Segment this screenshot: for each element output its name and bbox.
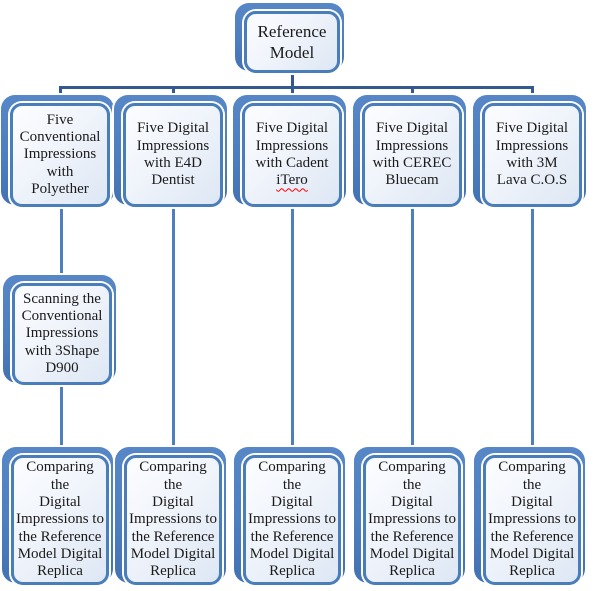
node-label: Five Conventional Impressions with Polye…: [19, 111, 101, 198]
node-col4-bottom-comparing: Comparing the Digital Impressions to the…: [354, 447, 465, 585]
node-label: Scanning the Conventional Impressions wi…: [21, 290, 103, 377]
spellcheck-underlined-word: iTero: [276, 172, 308, 189]
node-label: Comparing the Digital Impressions to the…: [248, 459, 336, 580]
node-label: Reference Model: [257, 21, 327, 62]
connector-col3-branch: [291, 206, 294, 457]
node-reference-model: Reference Model: [235, 3, 344, 73]
node-front: Scanning the Conventional Impressions wi…: [12, 283, 112, 385]
node-label: Comparing the Digital Impressions to the…: [368, 459, 456, 580]
node-front: Reference Model: [244, 11, 340, 73]
node-label: Five Digital Impressions with CEREC Blue…: [372, 120, 452, 189]
connector-col4-branch: [411, 206, 414, 457]
node-label: Five Digital Impressions with 3M Lava C.…: [495, 120, 569, 189]
node-label: Comparing the Digital Impressions to the…: [129, 459, 217, 580]
node-col2-bottom-comparing: Comparing the Digital Impressions to the…: [115, 447, 226, 585]
node-col1-top-polyether: Five Conventional Impressions with Polye…: [1, 95, 114, 207]
connector-col1-lower: [60, 384, 63, 457]
node-front: Five Digital Impressions with 3M Lava C.…: [482, 103, 582, 207]
node-label: Comparing the Digital Impressions to the…: [16, 459, 104, 580]
node-col5-bottom-comparing: Comparing the Digital Impressions to the…: [474, 447, 585, 585]
node-col2-top-e4d: Five Digital Impressions with E4D Dentis…: [114, 95, 227, 207]
node-front: Comparing the Digital Impressions to the…: [243, 455, 341, 585]
node-front: Five Digital Impressions with E4D Dentis…: [123, 103, 223, 207]
node-front: Comparing the Digital Impressions to the…: [483, 455, 581, 585]
node-label-text: Five Digital Impressions with Cadent: [255, 120, 329, 171]
node-col1-middle-scanning: Scanning the Conventional Impressions wi…: [3, 275, 116, 385]
node-front: Five Digital Impressions with CEREC Blue…: [362, 103, 462, 207]
node-label: Comparing the Digital Impressions to the…: [488, 459, 576, 580]
node-col5-top-lava: Five Digital Impressions with 3M Lava C.…: [473, 95, 586, 207]
connector-tree-horizontal: [59, 86, 534, 89]
node-front: Comparing the Digital Impressions to the…: [124, 455, 222, 585]
node-col1-bottom-comparing: Comparing the Digital Impressions to the…: [2, 447, 113, 585]
node-label: Five Digital Impressions with E4D Dentis…: [136, 120, 210, 189]
node-front: Five Conventional Impressions with Polye…: [10, 103, 110, 207]
connector-root-stub: [291, 73, 294, 88]
node-col4-top-cerec: Five Digital Impressions with CEREC Blue…: [353, 95, 466, 207]
node-front: Comparing the Digital Impressions to the…: [363, 455, 461, 585]
node-front: Comparing the Digital Impressions to the…: [11, 455, 109, 585]
connector-col5-branch: [531, 206, 534, 457]
node-col3-bottom-comparing: Comparing the Digital Impressions to the…: [234, 447, 345, 585]
connector-col1-upper: [60, 206, 63, 283]
connector-col2-branch: [172, 206, 175, 457]
